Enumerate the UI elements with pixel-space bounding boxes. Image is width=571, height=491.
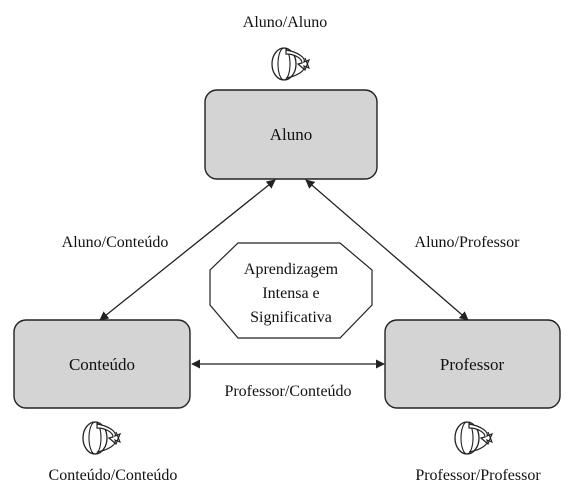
node-conteudo: Conteúdo: [13, 319, 191, 409]
self-loop-label-aluno: Aluno/Aluno: [243, 14, 327, 31]
center-line-1: Aprendizagem: [244, 261, 339, 278]
node-aluno-label: Aluno: [270, 125, 313, 144]
self-loop-aluno-icon: [271, 47, 310, 81]
node-aluno: Aluno: [204, 89, 378, 180]
node-professor: Professor: [384, 319, 561, 409]
self-loop-label-professor: Professor/Professor: [415, 467, 541, 484]
edge-aluno-professor: [305, 179, 469, 321]
center-line-2: Intensa e: [262, 285, 319, 302]
node-professor-label: Professor: [440, 355, 505, 374]
self-loop-conteudo-icon: [82, 421, 121, 455]
center-line-3: Significativa: [250, 309, 332, 326]
edge-aluno-conteudo: [99, 179, 276, 321]
self-loop-professor-icon: [454, 421, 493, 455]
edge-label-aluno-conteudo: Aluno/Conteúdo: [62, 234, 169, 251]
self-loop-label-conteudo: Conteúdo/Conteúdo: [49, 467, 178, 484]
node-conteudo-label: Conteúdo: [69, 355, 135, 374]
edge-label-professor-conteudo: Professor/Conteúdo: [224, 383, 351, 400]
edge-label-aluno-professor: Aluno/Professor: [415, 234, 521, 251]
center-octagon: Aprendizagem Intensa e Significativa: [209, 242, 373, 339]
